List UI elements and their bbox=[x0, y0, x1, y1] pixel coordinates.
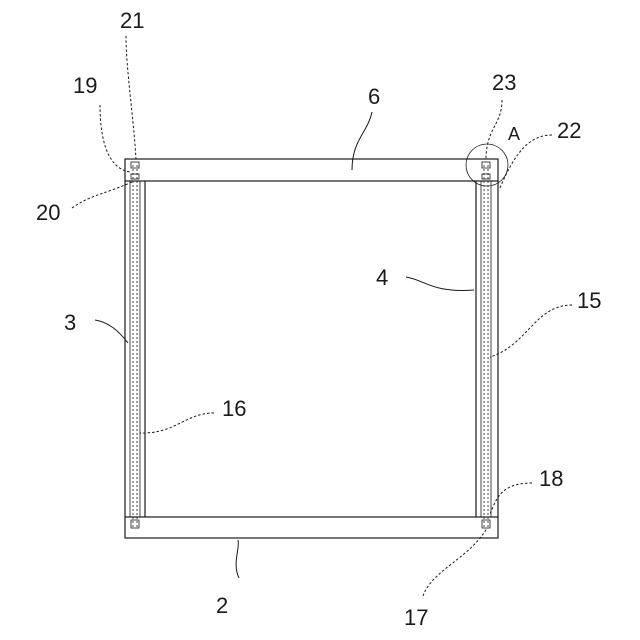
right-tie-rod bbox=[482, 162, 490, 528]
label-17: 17 bbox=[404, 605, 428, 630]
label-3: 3 bbox=[64, 310, 76, 335]
label-23: 23 bbox=[492, 70, 516, 95]
label-detail-a: A bbox=[508, 124, 520, 144]
label-22: 22 bbox=[557, 118, 581, 143]
top-panel bbox=[125, 159, 498, 181]
detail-circle bbox=[466, 144, 508, 186]
label-4: 4 bbox=[376, 265, 388, 290]
label-6: 6 bbox=[368, 84, 380, 109]
label-16: 16 bbox=[222, 396, 246, 421]
label-15: 15 bbox=[577, 288, 601, 313]
left-tie-rod bbox=[131, 162, 139, 528]
label-18: 18 bbox=[539, 466, 563, 491]
leader-lines bbox=[72, 36, 572, 596]
label-19: 19 bbox=[73, 73, 97, 98]
label-20: 20 bbox=[36, 200, 60, 225]
bottom-panel bbox=[125, 517, 498, 538]
label-21: 21 bbox=[120, 8, 144, 33]
right-side-panel bbox=[476, 181, 498, 517]
left-side-panel bbox=[125, 181, 145, 517]
label-2: 2 bbox=[216, 593, 228, 618]
